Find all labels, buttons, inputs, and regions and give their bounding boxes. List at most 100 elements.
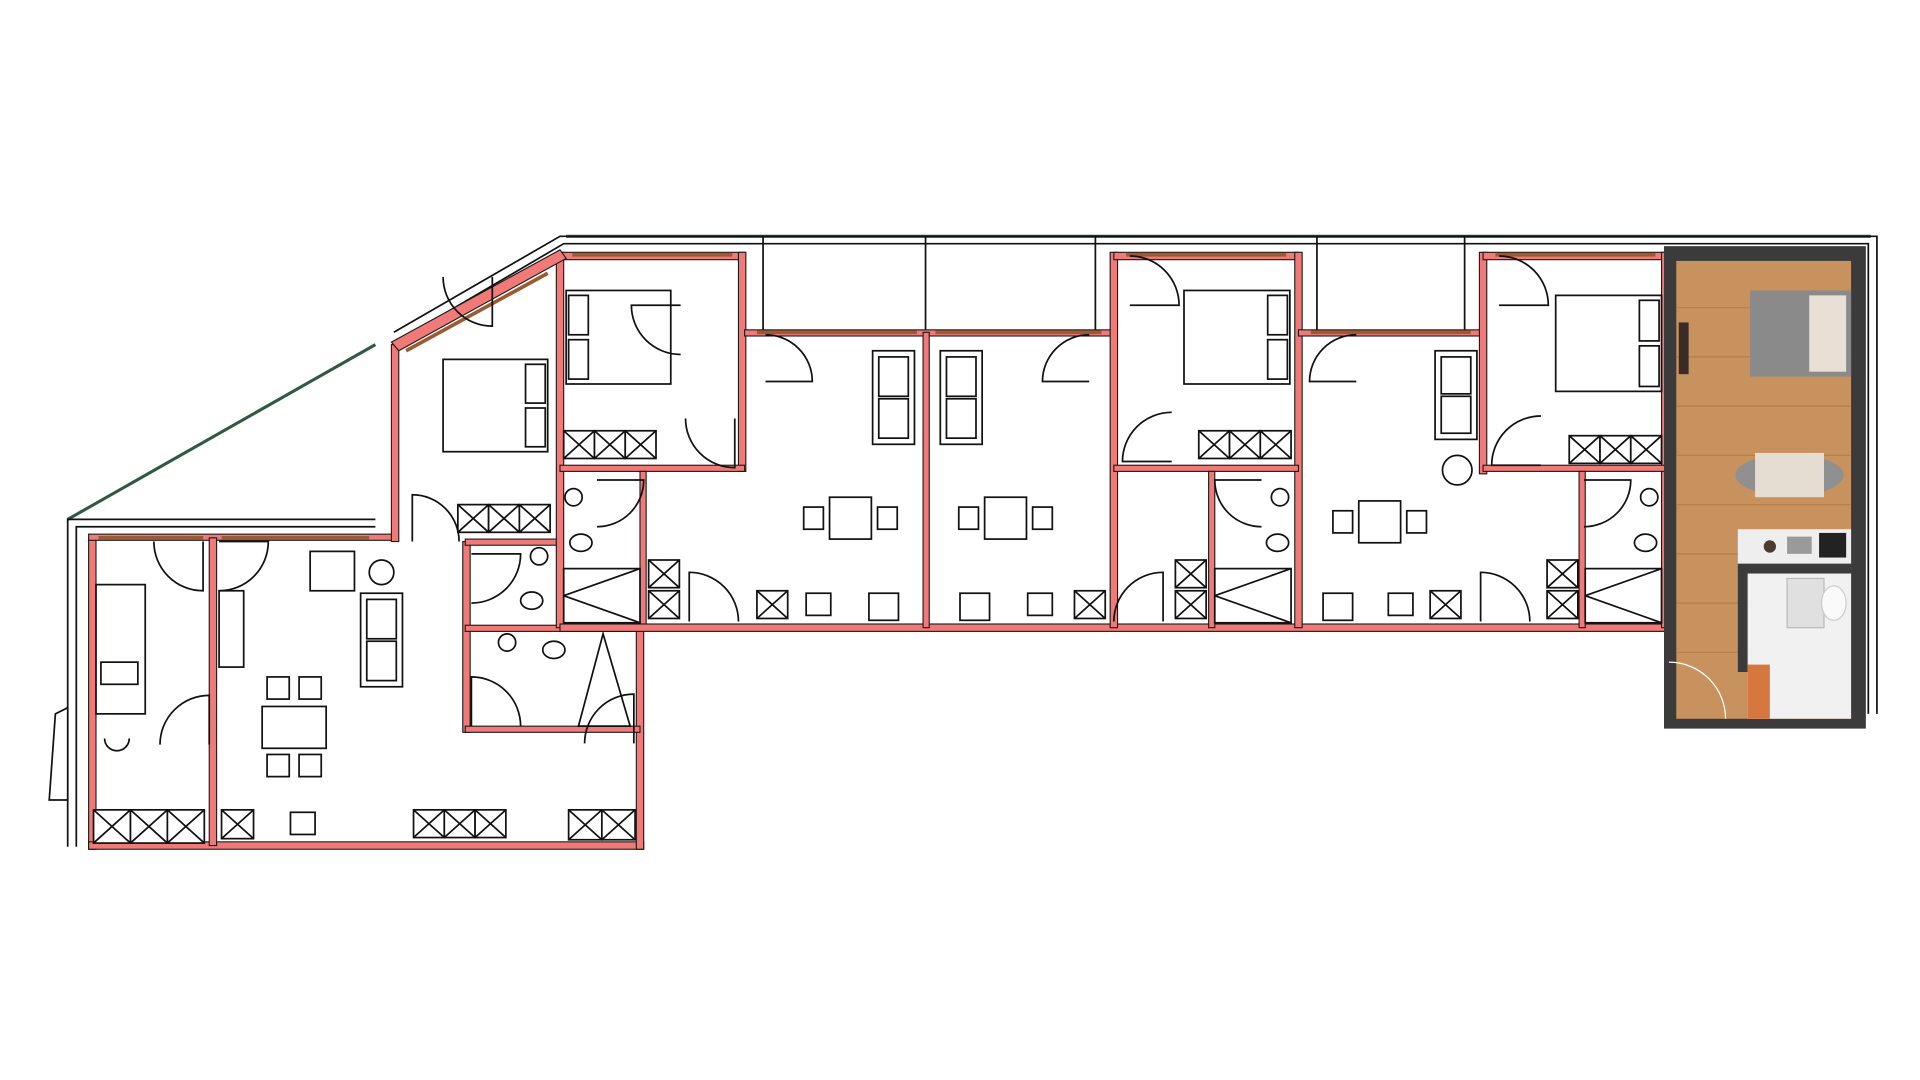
chair-icon bbox=[298, 753, 323, 778]
sink-icon bbox=[564, 487, 584, 507]
door-swing-icon bbox=[442, 276, 494, 328]
chair-icon bbox=[1332, 509, 1354, 534]
cooktop-icon bbox=[1322, 592, 1354, 622]
toilet-icon bbox=[568, 533, 593, 553]
wardrobe-icon bbox=[1629, 434, 1663, 465]
balcony-rail bbox=[393, 235, 1878, 714]
wall bbox=[737, 251, 747, 472]
wardrobe-icon bbox=[220, 808, 255, 840]
wardrobe-icon bbox=[1174, 559, 1208, 589]
plant-icon bbox=[1441, 454, 1473, 486]
door-swing-icon bbox=[1490, 415, 1541, 467]
wall bbox=[88, 537, 97, 850]
wall bbox=[208, 537, 218, 847]
wardrobe-icon bbox=[647, 559, 681, 589]
dining-table-icon bbox=[983, 496, 1028, 540]
door-swing-icon bbox=[1583, 479, 1632, 528]
door-swing-icon bbox=[159, 694, 211, 745]
plant-icon bbox=[368, 559, 395, 586]
door-swing-icon bbox=[684, 418, 736, 469]
diagonal-wall bbox=[390, 249, 567, 352]
pillow-icon bbox=[524, 407, 547, 448]
pillow-icon bbox=[1266, 294, 1289, 336]
sink-icon bbox=[1026, 592, 1054, 617]
partition-wall bbox=[1737, 563, 1852, 574]
wardrobe-icon bbox=[756, 589, 789, 620]
shower-icon bbox=[562, 567, 641, 624]
sink-icon bbox=[1270, 487, 1290, 507]
wardrobe-icon bbox=[567, 808, 603, 841]
cooktop-icon bbox=[1819, 532, 1847, 558]
wardrobe-icon bbox=[1568, 434, 1601, 465]
wardrobe-icon bbox=[1599, 434, 1632, 465]
toilet-icon bbox=[1265, 533, 1290, 553]
cooktop-icon bbox=[959, 592, 991, 622]
wall bbox=[462, 540, 471, 733]
wardrobe-icon bbox=[474, 808, 507, 839]
furnished-unit bbox=[1664, 246, 1866, 729]
windows bbox=[98, 252, 1656, 540]
wardrobe-icon bbox=[412, 808, 446, 839]
door-swing-icon bbox=[152, 541, 204, 592]
pillow-icon bbox=[1809, 295, 1847, 372]
wall bbox=[464, 725, 641, 733]
door-swing-icon bbox=[583, 693, 635, 744]
door-swing-icon bbox=[471, 552, 522, 604]
pillow-icon bbox=[1266, 338, 1289, 380]
chair-icon bbox=[266, 753, 291, 778]
sink-icon bbox=[1387, 592, 1414, 617]
chair-icon bbox=[802, 506, 825, 531]
balcony-edge-diagonal bbox=[66, 343, 377, 521]
wardrobe-icon bbox=[1073, 589, 1107, 620]
balcony-rail-inner bbox=[399, 242, 1870, 714]
window bbox=[405, 271, 549, 353]
armchair-icon bbox=[309, 550, 356, 592]
wardrobe-icon bbox=[1259, 429, 1292, 460]
door-swing-icon bbox=[1668, 661, 1727, 719]
sink-icon bbox=[1787, 536, 1812, 554]
sink-icon bbox=[289, 811, 316, 836]
wall bbox=[635, 627, 645, 850]
wall bbox=[1578, 470, 1586, 629]
wall bbox=[1294, 251, 1303, 629]
door-swing-icon bbox=[1213, 479, 1262, 528]
shower-icon bbox=[577, 630, 632, 728]
pillow-icon bbox=[567, 338, 590, 380]
wardrobe-icon bbox=[1546, 559, 1579, 589]
door-swing-icon bbox=[1121, 411, 1172, 463]
wardrobe-icon bbox=[218, 589, 245, 668]
door-swing-icon bbox=[470, 676, 522, 727]
chair-icon bbox=[876, 506, 899, 531]
wardrobe-icon bbox=[593, 429, 627, 460]
sink-icon bbox=[1820, 585, 1847, 621]
chair-icon bbox=[298, 676, 323, 700]
doors bbox=[152, 255, 1632, 745]
wardrobe-icon bbox=[456, 503, 490, 534]
wardrobe-icon bbox=[129, 808, 169, 844]
wardrobe-icon bbox=[647, 589, 681, 620]
shower-icon bbox=[1786, 577, 1825, 629]
wardrobe-icon bbox=[443, 808, 476, 839]
sink-icon bbox=[497, 632, 517, 652]
wall bbox=[464, 538, 559, 546]
door-swing-icon bbox=[1112, 571, 1164, 622]
chair-icon bbox=[1031, 506, 1054, 531]
door-swing-icon bbox=[219, 540, 270, 592]
west-balcony-rail-inner bbox=[75, 525, 376, 847]
shower-icon bbox=[1213, 567, 1292, 624]
shower-icon bbox=[1584, 567, 1663, 624]
chair-icon bbox=[1405, 509, 1428, 534]
partition-wall bbox=[1737, 573, 1748, 672]
dining-table-icon bbox=[828, 496, 873, 540]
walls bbox=[88, 251, 1670, 850]
wardrobe-icon bbox=[518, 503, 552, 534]
pillow-icon bbox=[1638, 344, 1660, 388]
wardrobe-icon bbox=[92, 808, 132, 844]
door-swing-icon bbox=[1041, 333, 1090, 383]
wardrobe-icon bbox=[1174, 589, 1208, 620]
wall bbox=[390, 344, 400, 543]
tv-icon bbox=[100, 661, 139, 686]
toilet-icon bbox=[519, 591, 544, 611]
wall bbox=[1482, 464, 1669, 472]
wardrobe-icon bbox=[1197, 429, 1231, 460]
